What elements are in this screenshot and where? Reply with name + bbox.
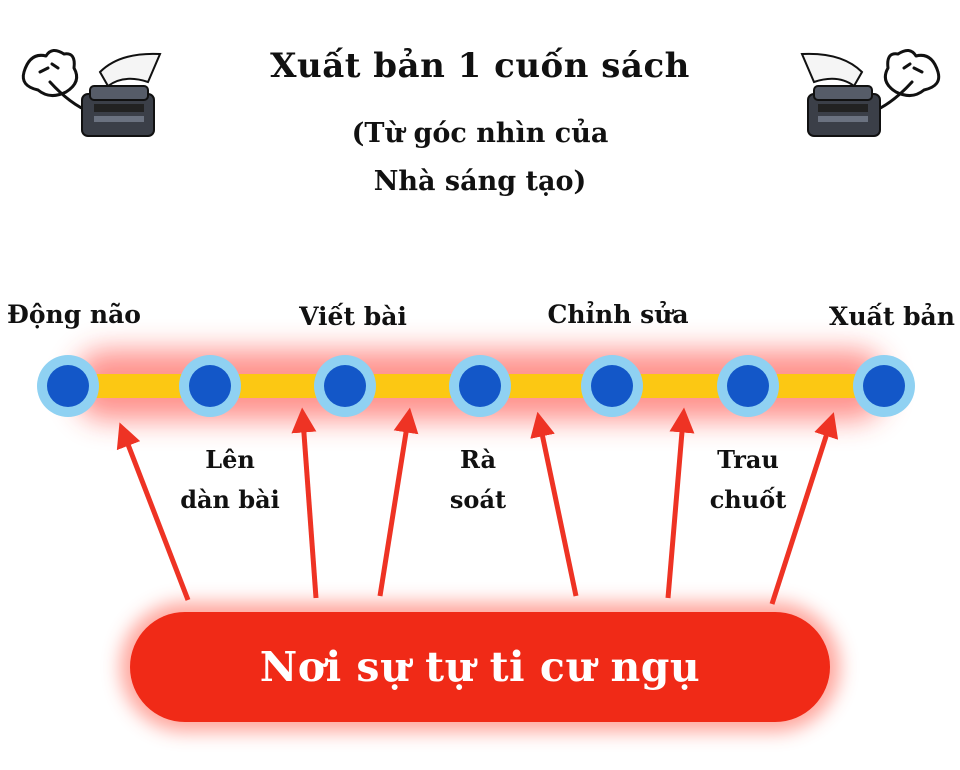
banner-text: Nơi sự tự ti cư ngụ (259, 643, 701, 691)
timeline-node-dot (727, 365, 769, 407)
step-label-polish-line2: chuốt (709, 485, 787, 514)
stage-label-publishing: Xuất bản (829, 302, 955, 331)
step-label-outline-line1: Lên (205, 445, 255, 474)
timeline-nodes (37, 355, 915, 417)
pointer-arrow (769, 412, 839, 605)
page-subtitle: (Từ góc nhìn của Nhà sáng tạo) (330, 110, 630, 206)
step-label-outline: Lên dàn bài (180, 440, 280, 520)
subtitle-line-2: Nhà sáng tạo) (373, 166, 587, 197)
pointer-arrow (377, 407, 419, 597)
timeline-node (853, 355, 915, 417)
timeline-node (37, 355, 99, 417)
step-label-review-line2: soát (449, 485, 507, 514)
step-label-polish: Trau chuốt (710, 440, 787, 520)
timeline-node-dot (459, 365, 501, 407)
writer-typewriter-icon-right (800, 49, 941, 137)
pointer-arrow (291, 407, 319, 599)
page-title: Xuất bản 1 cuốn sách (270, 46, 690, 86)
pointer-arrows (116, 407, 839, 605)
timeline-node-dot (324, 365, 366, 407)
pointer-arrow (116, 422, 191, 601)
stage-label-brainstorm: Động não (7, 300, 141, 329)
timeline-node-dot (863, 365, 905, 407)
timeline-node (179, 355, 241, 417)
timeline-node-dot (47, 365, 89, 407)
step-label-review: Rà soát (450, 440, 506, 520)
insecurity-banner: Nơi sự tự ti cư ngụ (130, 612, 830, 722)
stage-label-editing: Chỉnh sửa (547, 300, 689, 329)
step-label-outline-line2: dàn bài (180, 485, 280, 514)
timeline-node (581, 355, 643, 417)
pointer-arrow (530, 411, 579, 597)
timeline-node (314, 355, 376, 417)
timeline-node (717, 355, 779, 417)
timeline-node-dot (189, 365, 231, 407)
timeline-node (449, 355, 511, 417)
pointer-arrow (665, 407, 695, 599)
step-label-review-line1: Rà (459, 445, 497, 474)
writer-typewriter-icon-left (21, 49, 162, 137)
subtitle-line-1: (Từ góc nhìn của (351, 118, 609, 149)
stage-label-writing: Viết bài (299, 302, 407, 331)
step-label-polish-line1: Trau (717, 445, 779, 474)
timeline-node-dot (591, 365, 633, 407)
